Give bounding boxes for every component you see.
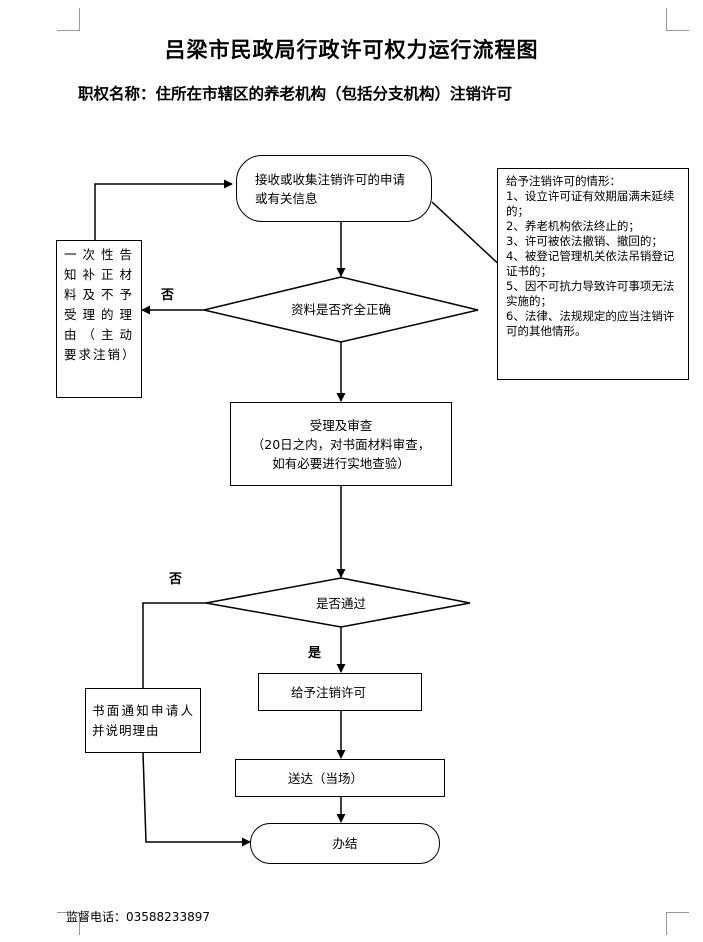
corner-mark-top-right bbox=[666, 8, 689, 31]
deliver-node: 送达（当场） bbox=[235, 759, 445, 797]
notify-correction-label: 一次性告知补正材料及不予受理的理由（主动要求注销） bbox=[64, 247, 137, 362]
grant-node: 给予注销许可 bbox=[258, 673, 422, 711]
start-node-label: 接收或收集注销许可的申请或有关信息 bbox=[255, 171, 406, 206]
accept-review-line-1: 受理及审查 bbox=[309, 417, 373, 433]
cancellation-circumstances-note: 给予注销许可的情形： 1、设立许可证有效期届满未延续的； 2、养老机构依法终止的… bbox=[497, 168, 689, 380]
start-node: 接收或收集注销许可的申请或有关信息 bbox=[236, 155, 432, 222]
note-item: 4、被登记管理机关依法吊销登记证书的； bbox=[506, 249, 675, 278]
note-heading: 给予注销许可的情形： bbox=[506, 174, 621, 188]
arrow-notice-to-finish bbox=[142, 752, 251, 847]
note-item: 6、法律、法规规定的应当注销许可的其他情形。 bbox=[506, 309, 675, 338]
condition-yes-label: 是 bbox=[308, 646, 322, 661]
finish-label: 办结 bbox=[332, 836, 358, 851]
notify-correction-node: 一次性告知补正材料及不予受理的理由（主动要求注销） bbox=[56, 240, 142, 398]
accept-review-line-3: 如有必要进行实地查验） bbox=[272, 455, 410, 471]
decision-materials-label: 资料是否齐全正确 bbox=[290, 302, 391, 317]
corner-mark-bottom-left bbox=[57, 912, 80, 935]
written-notice-node: 书面通知申请人并说明理由 bbox=[85, 688, 201, 753]
condition-no-label: 否 bbox=[161, 288, 175, 303]
note-item: 1、设立许可证有效期届满未延续的； bbox=[506, 189, 675, 218]
arrow-notify-to-start bbox=[94, 179, 233, 240]
page-subtitle: 职权名称：住所在市辖区的养老机构（包括分支机构）注销许可 bbox=[78, 84, 513, 103]
corner-mark-bottom-right bbox=[666, 912, 689, 935]
note-item: 2、养老机构依法终止的； bbox=[506, 219, 640, 233]
accept-review-line-2: （20日之内，对书面材料审查， bbox=[251, 436, 431, 452]
arrow-pass-no-to-notice bbox=[142, 602, 206, 688]
decision-pass-shape bbox=[205, 577, 471, 628]
condition-no-label-2: 否 bbox=[169, 572, 183, 587]
note-callout-line bbox=[431, 201, 506, 271]
note-item: 5、因不可抗力导致许可事项无法实施的； bbox=[506, 279, 675, 308]
deliver-label: 送达（当场） bbox=[288, 770, 364, 786]
written-notice-label: 书面通知申请人并说明理由 bbox=[92, 702, 194, 738]
decision-materials-shape bbox=[203, 276, 479, 343]
grant-label: 给予注销许可 bbox=[291, 684, 367, 700]
accept-review-node: 受理及审查 （20日之内，对书面材料审查， 如有必要进行实地查验） bbox=[230, 402, 452, 486]
finish-node: 办结 bbox=[250, 823, 440, 864]
decision-pass-label: 是否通过 bbox=[315, 596, 366, 611]
corner-mark-top-left bbox=[57, 8, 80, 31]
supervision-phone: 监督电话：03588233897 bbox=[66, 910, 210, 924]
page-title: 吕梁市民政局行政许可权力运行流程图 bbox=[164, 37, 539, 62]
note-item: 3、许可被依法撤销、撤回的； bbox=[506, 234, 663, 248]
